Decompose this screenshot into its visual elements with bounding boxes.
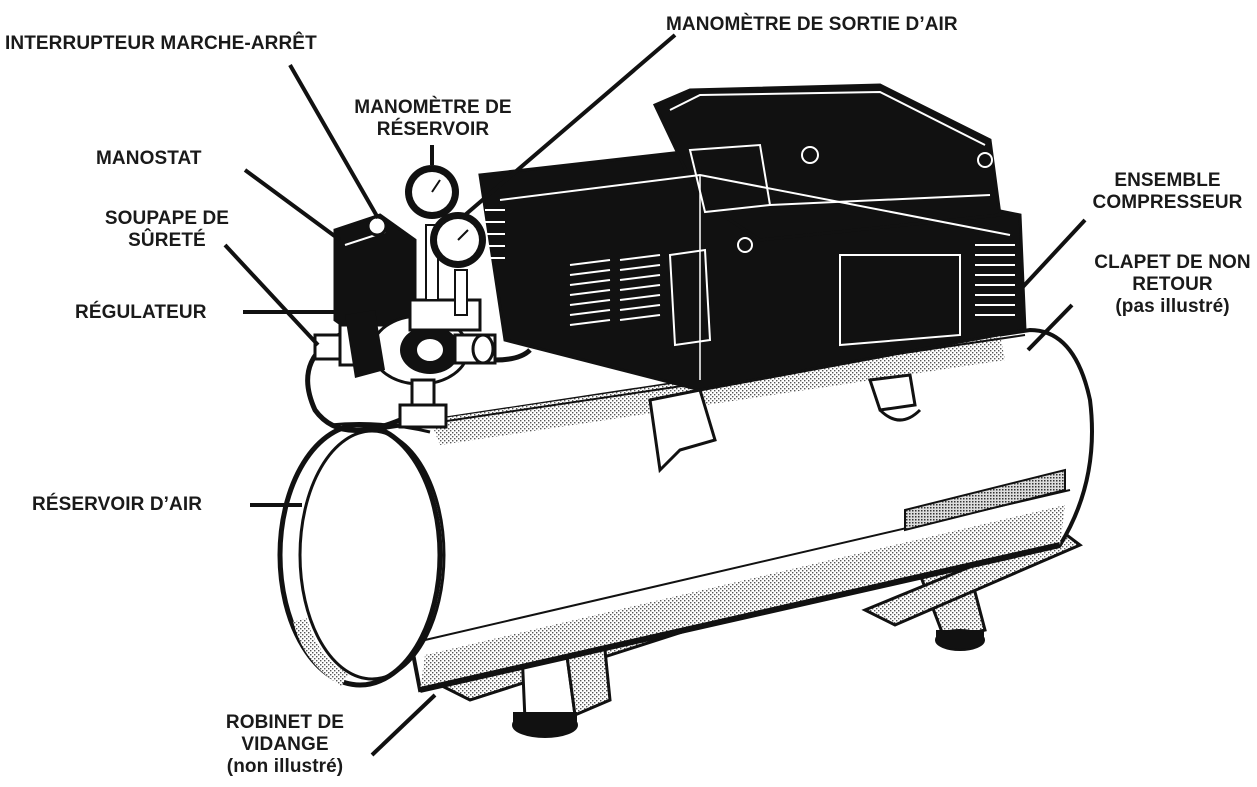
label-robinet-line1: ROBINET DE <box>225 712 345 733</box>
label-clapet-line1: CLAPET DE NON <box>1094 252 1251 273</box>
label-robinet-de-vidange: ROBINET DE VIDANGE (non illustré) <box>200 712 370 778</box>
label-ensemble-line1: ENSEMBLE <box>1114 170 1221 191</box>
label-manometre-reservoir: MANOMÈTRE DE RÉSERVOIR <box>338 97 528 141</box>
leader-robinet <box>370 693 437 757</box>
label-regulateur-text: RÉGULATEUR <box>75 302 207 323</box>
label-manometre-reservoir-line1: MANOMÈTRE DE <box>354 97 512 118</box>
label-reservoir-air: RÉSERVOIR D’AIR <box>32 494 202 516</box>
label-soupape-line2: SÛRETÉ <box>128 230 206 251</box>
leader-manostat <box>243 168 342 242</box>
label-robinet-line2: VIDANGE <box>241 734 329 755</box>
leader-clapet <box>1026 303 1074 352</box>
label-manometre-sortie-text: MANOMÈTRE DE SORTIE D’AIR <box>666 14 958 35</box>
label-regulateur: RÉGULATEUR <box>75 302 207 324</box>
label-clapet-line2: RETOUR <box>1132 274 1213 295</box>
label-clapet-de-non-retour: CLAPET DE NON RETOUR (pas illustré) <box>1090 252 1255 318</box>
air-tank <box>277 327 1094 693</box>
label-soupape-line1: SOUPAPE DE <box>104 208 230 229</box>
compressor-housing <box>478 83 1027 474</box>
leader-lines <box>223 33 1087 757</box>
label-manometre-reservoir-line2: RÉSERVOIR <box>376 119 490 140</box>
leader-soupape <box>223 243 320 347</box>
leader-interrupteur <box>288 64 380 219</box>
label-clapet-line3: (pas illustré) <box>1115 296 1230 317</box>
label-ensemble-compresseur: ENSEMBLE COMPRESSEUR <box>1080 170 1255 214</box>
label-reservoir-air-text: RÉSERVOIR D’AIR <box>32 494 203 515</box>
manifold <box>305 165 532 433</box>
leader-manometre-sortie <box>463 33 677 217</box>
label-manostat: MANOSTAT <box>96 148 202 170</box>
label-ensemble-line2: COMPRESSEUR <box>1092 192 1243 213</box>
label-interrupteur-marche-arret: INTERRUPTEUR MARCHE-ARRÊT <box>5 33 317 55</box>
label-robinet-line3: (non illustré) <box>226 756 344 777</box>
label-soupape-de-surete: SOUPAPE DE SÛRETÉ <box>92 208 242 252</box>
leader-ensemble <box>1018 218 1087 292</box>
label-manometre-sortie-air: MANOMÈTRE DE SORTIE D’AIR <box>666 14 958 36</box>
label-manostat-text: MANOSTAT <box>96 148 202 169</box>
label-interrupteur-text: INTERRUPTEUR MARCHE-ARRÊT <box>5 33 317 54</box>
